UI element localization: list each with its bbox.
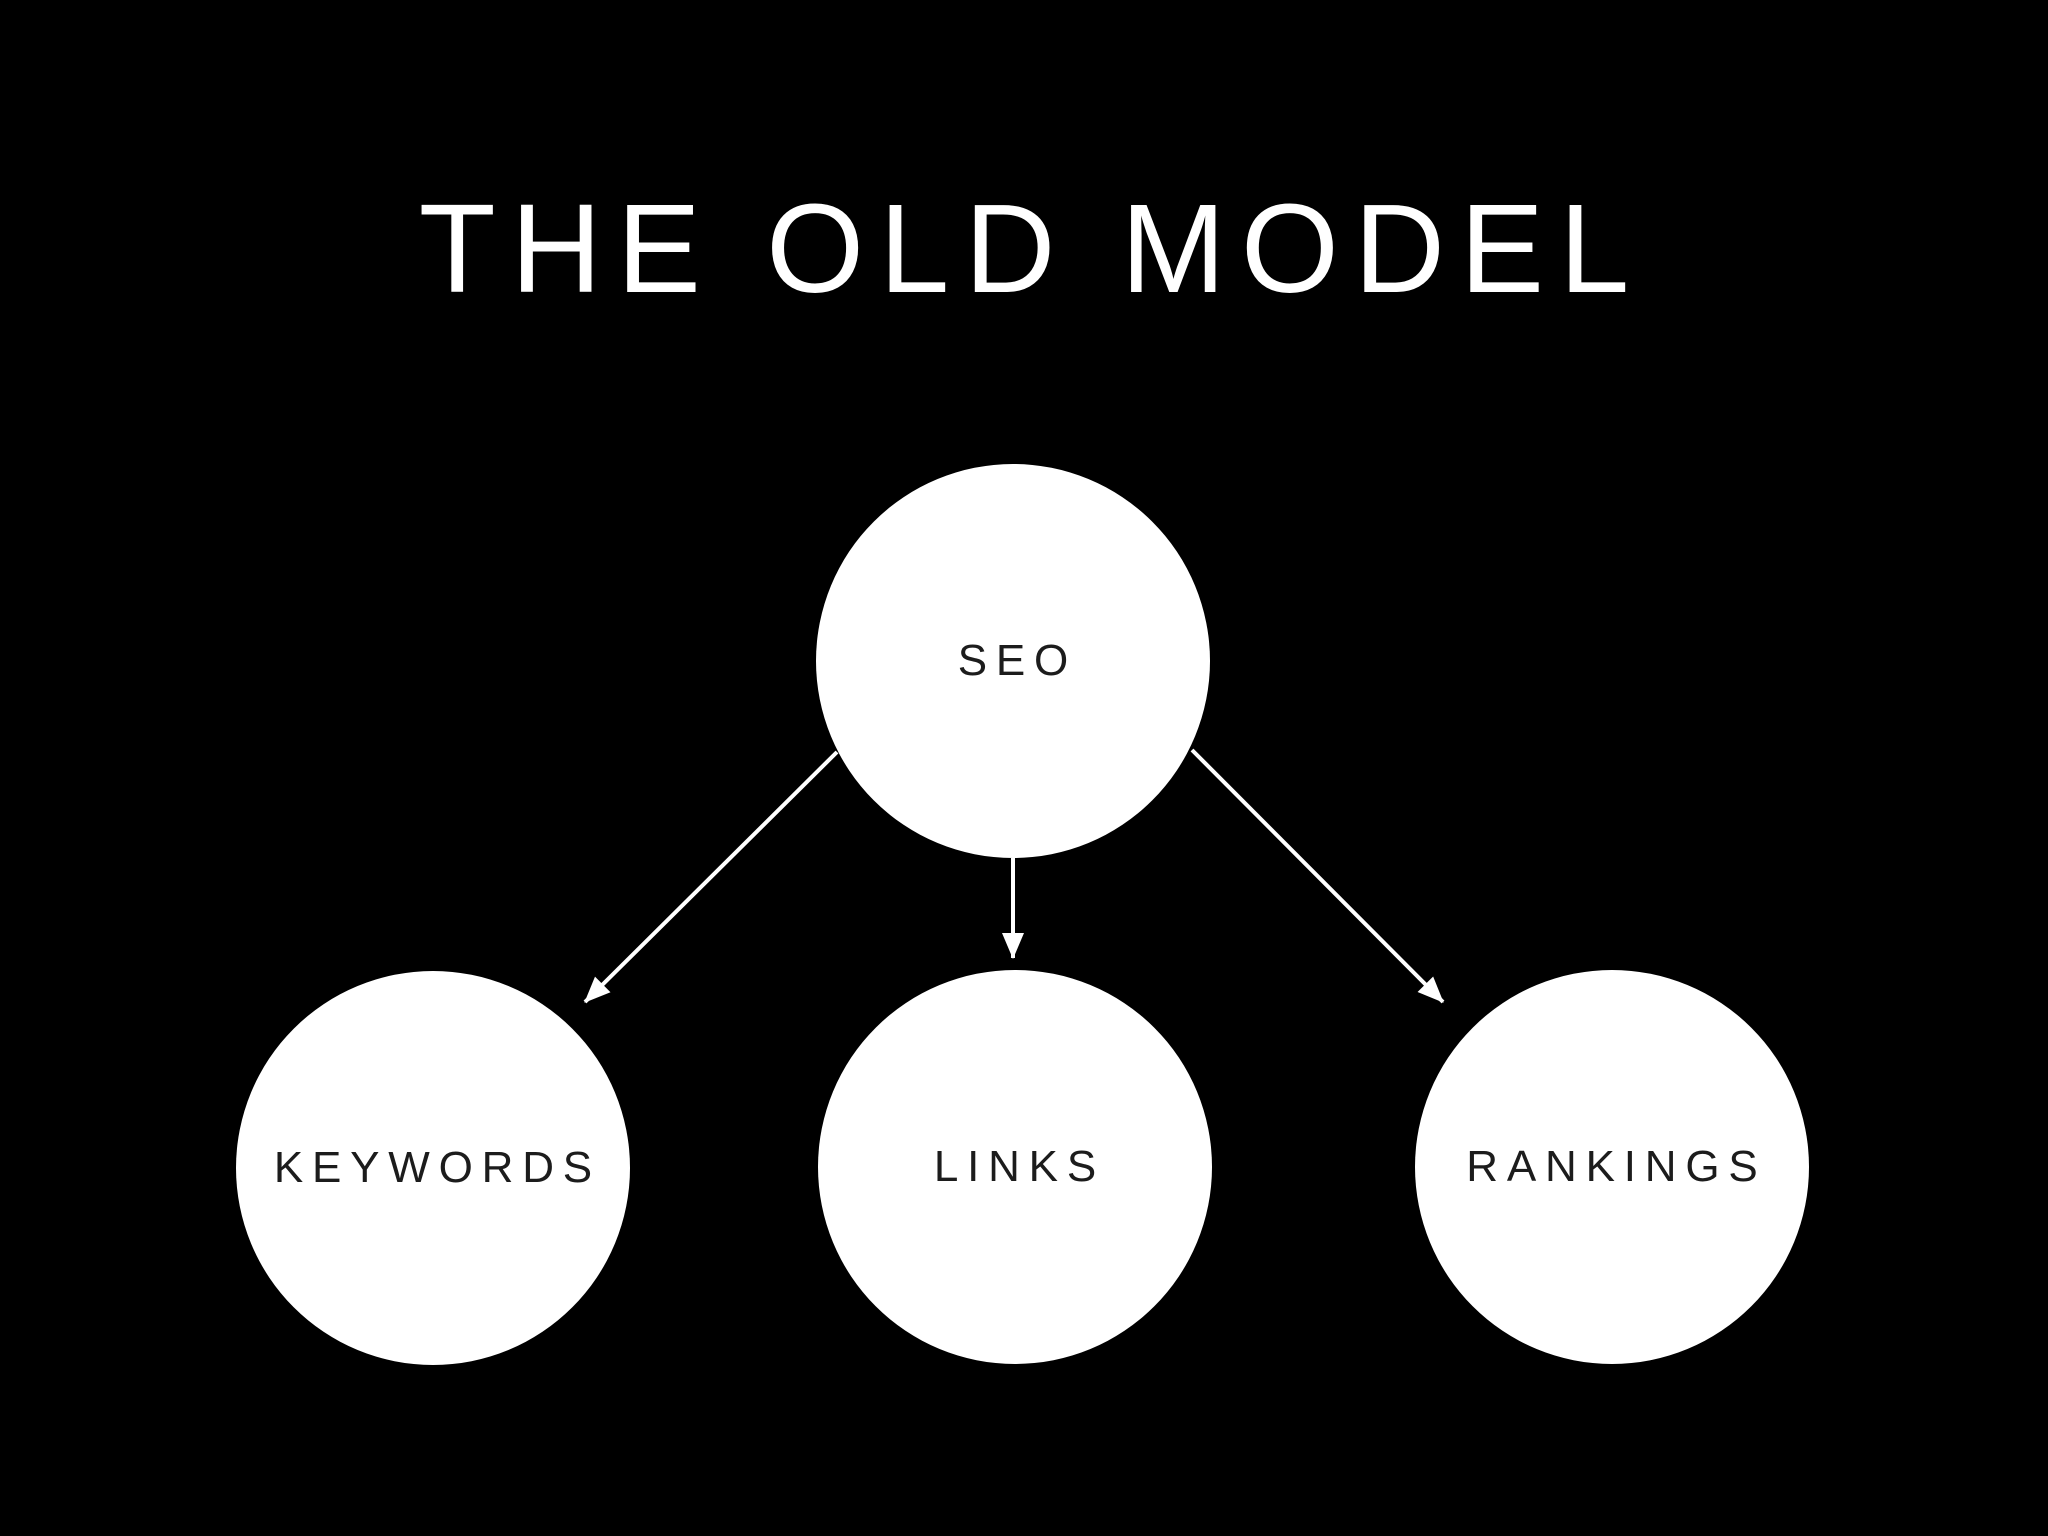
node-links-label: LINKS xyxy=(933,1142,1105,1191)
slide-title: THE OLD MODEL xyxy=(418,178,1645,319)
node-keywords-label: KEYWORDS xyxy=(273,1143,601,1192)
node-seo: SEO xyxy=(816,464,1210,858)
node-keywords: KEYWORDS xyxy=(236,971,630,1365)
node-rankings-label: RANKINGS xyxy=(1466,1142,1767,1191)
node-links: LINKS xyxy=(818,970,1212,1364)
node-rankings: RANKINGS xyxy=(1415,970,1809,1364)
arrow-seo-to-keywords xyxy=(583,750,839,1004)
node-seo-label: SEO xyxy=(957,636,1078,685)
arrow-seo-to-rankings xyxy=(1190,748,1445,1004)
